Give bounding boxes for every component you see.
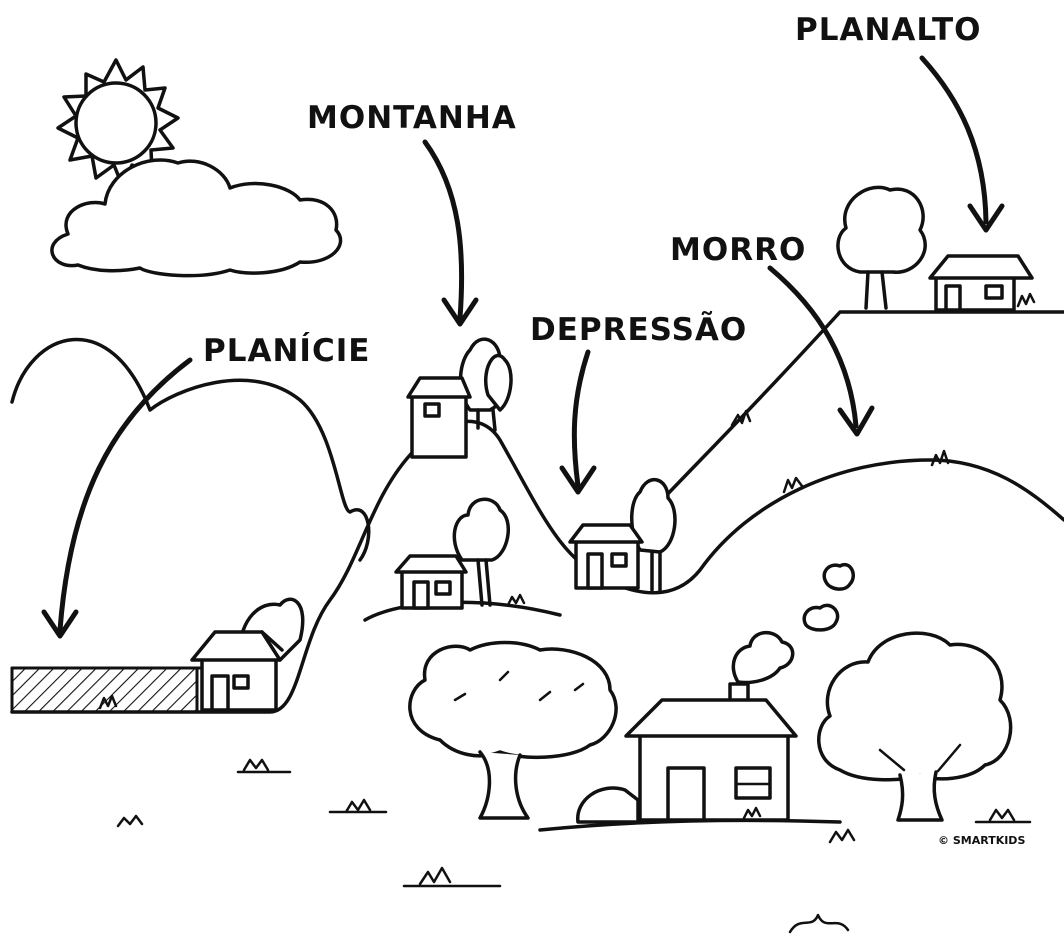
grass-tuft bbox=[930, 449, 950, 467]
house bbox=[568, 523, 644, 590]
arrow-planicie bbox=[57, 357, 193, 633]
mountain-trees bbox=[458, 337, 513, 432]
arrow-depressao bbox=[571, 349, 591, 489]
grass-tufts bbox=[116, 758, 1032, 934]
cloud bbox=[50, 158, 343, 278]
house bbox=[928, 254, 1034, 312]
copyright-credit: © SMARTKIDS bbox=[938, 834, 1026, 847]
planicie-hills bbox=[10, 337, 371, 562]
grass-tuft bbox=[730, 409, 752, 427]
terrain-outline bbox=[10, 419, 1064, 714]
label-planalto: PLANALTO bbox=[795, 12, 982, 48]
label-morro: MORRO bbox=[670, 232, 807, 268]
house bbox=[624, 682, 798, 822]
grass-tuft bbox=[782, 476, 804, 494]
tree bbox=[452, 497, 510, 607]
house bbox=[394, 554, 468, 610]
tree bbox=[408, 640, 618, 820]
arrow-montanha bbox=[422, 139, 465, 321]
label-planicie: PLANÍCIE bbox=[203, 333, 371, 369]
arrow-planalto bbox=[919, 55, 989, 225]
arrow-morro bbox=[767, 265, 859, 429]
arrows bbox=[41, 55, 1005, 639]
house bbox=[190, 630, 284, 712]
planicie-field bbox=[10, 666, 199, 714]
tree bbox=[817, 631, 1013, 822]
grass-tuft bbox=[1016, 292, 1036, 308]
grass-tuft bbox=[98, 694, 118, 710]
label-montanha: MONTANHA bbox=[307, 100, 517, 136]
tree bbox=[836, 185, 927, 310]
bush bbox=[576, 786, 640, 824]
label-depressao: DEPRESSÃO bbox=[530, 312, 748, 348]
grass-tuft bbox=[506, 593, 526, 607]
tree bbox=[630, 478, 677, 592]
house bbox=[406, 376, 472, 459]
smoke bbox=[731, 562, 855, 685]
